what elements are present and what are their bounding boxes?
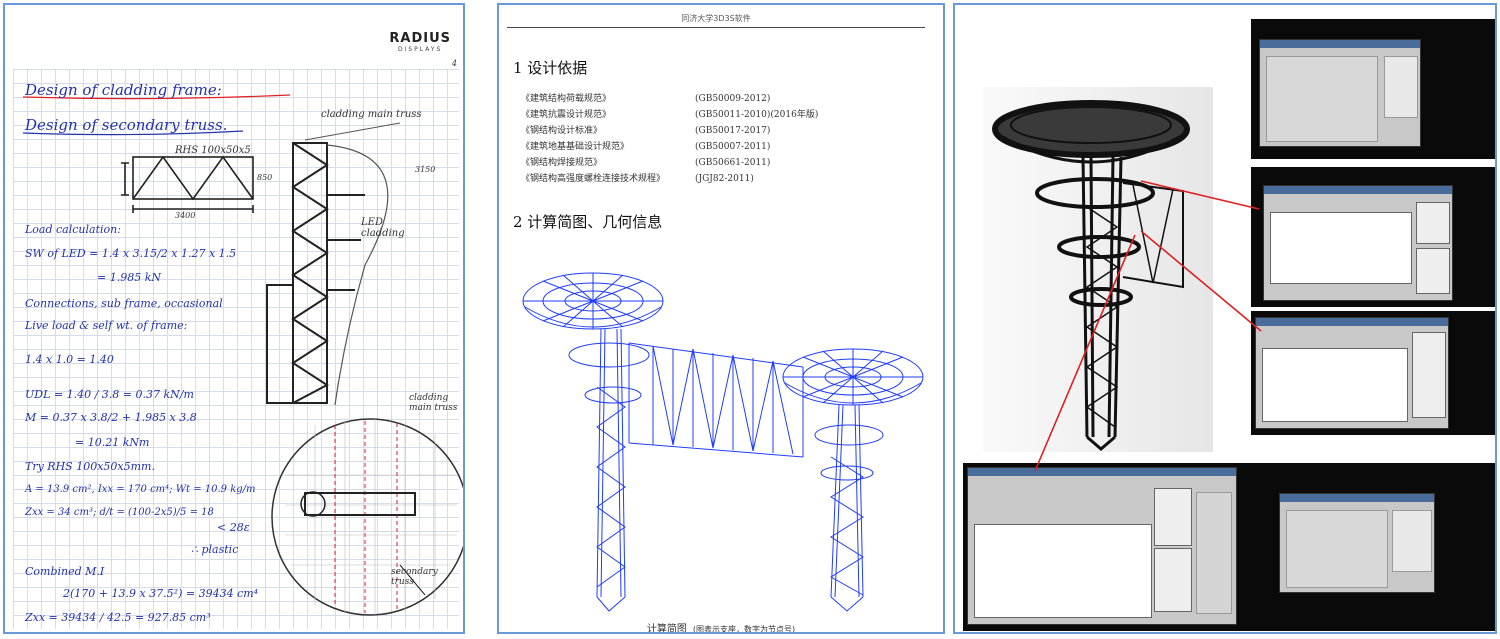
graph-paper-grid [13,69,459,629]
calc-line: Zxx = 34 cm³; d/t = (100-2x5)/5 = 18 [25,507,214,518]
dialog-window [1259,39,1421,147]
dialog-window [1255,317,1449,429]
calc-line: Load calculation: [25,223,121,236]
calc-line: 2(170 + 13.9 x 37.5²) = 39434 cm⁴ [63,587,259,600]
screenshot-4 [963,463,1495,631]
section-1-title: 1 设计依据 [513,59,588,77]
screenshot-3 [1251,311,1495,435]
code-row: 《建筑抗震设计规范》(GB50011-2010)(2016年版) [521,110,819,120]
calc-title: Design of cladding frame: [25,81,222,99]
calc-line: Connections, sub frame, occasional [25,297,223,310]
radius-logo: RADIUS DISPLAYS [389,31,451,53]
tower-3d-render [983,87,1213,452]
calc-line: Try RHS 100x50x5mm. [25,460,155,473]
annot-cladding-frame: cladding main truss [409,393,458,413]
software-screenshots-panel [953,3,1497,634]
section-2-title: 2 计算简图、几何信息 [513,213,663,231]
calc-line: M = 0.37 x 3.8/2 + 1.985 x 3.8 [25,411,197,424]
annot-rhs: RHS 100x50x5 [175,145,251,156]
annot-dim-height: 850 [257,173,273,182]
calc-line: SW of LED = 1.4 x 3.15/2 x 1.27 x 1.5 [25,247,237,260]
dialog-window [1263,185,1453,301]
calc-line: UDL = 1.40 / 3.8 = 0.37 kN/m [25,388,194,401]
calc-line: ∴ plastic [191,543,239,556]
report-page: 同济大学3D3S软件 1 设计依据 《建筑结构荷载规范》(GB50009-201… [497,3,945,634]
code-row: 《建筑地基基础设计规范》(GB50007-2011) [521,142,771,152]
code-row: 《钢结构焊接规范》(GB50661-2011) [521,158,771,168]
screenshot-2 [1251,167,1495,307]
calc-line: A = 13.9 cm², Ixx = 170 cm⁴; Wt = 10.9 k… [25,484,256,495]
calc-line: < 28ε [217,521,250,534]
truss-sketch [22,94,463,616]
callout-lines [1034,180,1262,472]
annot-led: LED cladding [361,217,405,239]
code-row: 《钢结构高强度螺栓连接技术规程》(JGJ82-2011) [521,174,754,184]
calc-subtitle: Design of secondary truss. [25,116,228,134]
calc-line: = 1.985 kN [97,271,161,284]
calc-line: Combined M.I [25,565,105,578]
page-number: 4 [451,59,457,68]
calc-line: = 10.21 kNm [75,436,150,449]
annot-dim-3150: 3150 [415,165,436,174]
calc-line: Zxx = 39434 / 42.5 = 927.85 cm³ [25,611,211,624]
dialog-window [1279,493,1435,593]
annot-dim-width: 3400 [175,211,196,220]
screenshot-1 [1251,19,1495,159]
calc-line: 1.4 x 1.0 = 1.40 [25,353,114,366]
wireframe-model [522,272,924,612]
code-row: 《钢结构设计标准》(GB50017-2017) [521,126,771,136]
report-header: 同济大学3D3S软件 [507,13,925,28]
dialog-window [967,467,1237,625]
handwritten-calc-page: RADIUS DISPLAYS 4 [3,3,465,634]
code-row: 《建筑结构荷载规范》(GB50009-2012) [521,94,771,104]
figure-caption: 计算简图(图表示支座，数字为节点号) [646,624,796,634]
annot-secondary-truss: secondary truss [391,567,438,587]
annot-main-truss: cladding main truss [321,109,422,120]
calc-line: Live load & self wt. of frame: [25,319,188,332]
